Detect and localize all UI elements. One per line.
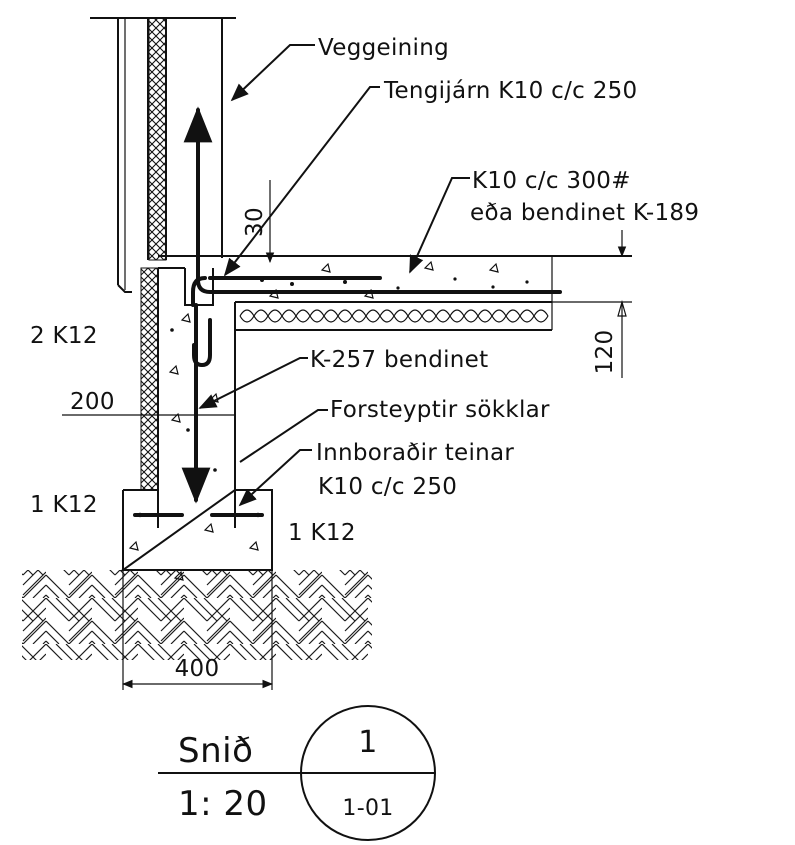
label-k10-300-line2: eða bendinet K-189: [470, 200, 699, 226]
dim-30-label: 30: [242, 207, 268, 237]
soil: [22, 570, 372, 660]
label-forsteyptir: Forsteyptir sökklar: [330, 397, 550, 423]
rebars: [133, 106, 562, 517]
label-tengijarn: Tengijárn K10 c/c 250: [383, 78, 638, 104]
foundation-insulation: [140, 267, 159, 491]
scale-text: 1: 20: [178, 784, 268, 824]
title-text: Snið: [178, 731, 253, 771]
foundation-wall: [157, 268, 236, 490]
underslab-insulation: [235, 302, 553, 331]
label-k10-300-line1: K10 c/c 300#: [472, 168, 631, 194]
dim-120-label: 120: [592, 330, 618, 375]
label-innboradir-line1: Innboraðir teinar: [316, 440, 514, 466]
dimensions: 30 120 200 400: [62, 180, 627, 690]
label-innboradir-line2: K10 c/c 250: [318, 474, 457, 500]
section-number: 1: [358, 725, 377, 760]
label-k257: K-257 bendinet: [310, 347, 488, 373]
wall-element: [90, 17, 236, 293]
dim-400-label: 400: [175, 656, 220, 682]
label-veggeining: Veggeining: [318, 35, 449, 61]
leader-lines: [198, 44, 470, 507]
dim-200-label: 200: [70, 389, 115, 415]
label-2k12: 2 K12: [30, 323, 98, 349]
label-1k12-right: 1 K12: [288, 520, 356, 546]
sheet-ref: 1-01: [342, 796, 393, 821]
footing: [119, 489, 273, 581]
title-block: Snið 1: 20 1 1-01: [158, 705, 436, 841]
label-1k12-left: 1 K12: [30, 492, 98, 518]
labels: Veggeining Tengijárn K10 c/c 250 K10 c/c…: [30, 35, 699, 546]
